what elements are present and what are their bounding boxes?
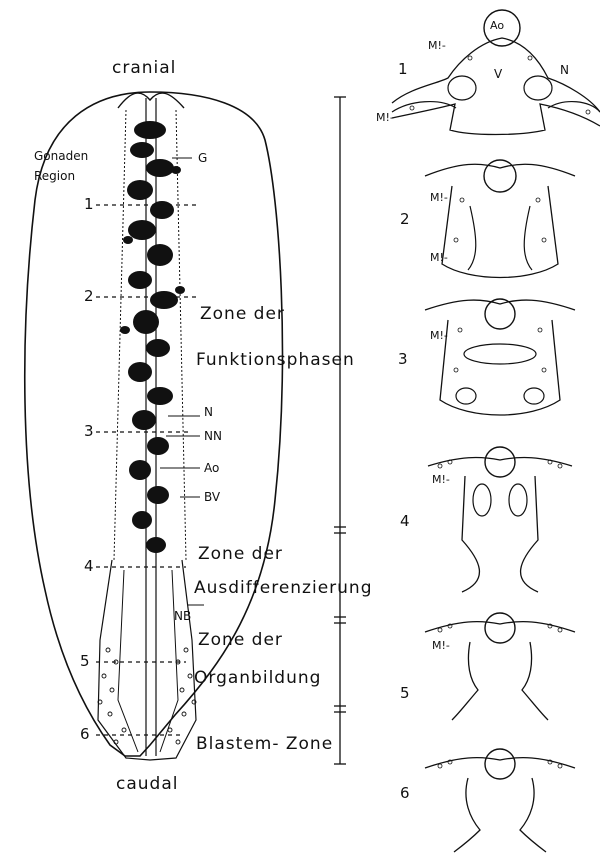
section-right-number-1: 1 xyxy=(398,62,408,77)
section-dots xyxy=(410,56,590,768)
section-label-m-3: M!- xyxy=(430,330,448,341)
zone-1-line-2: Funktionsphasen xyxy=(196,352,355,369)
section-label-v: V xyxy=(494,68,502,80)
section-number-4: 4 xyxy=(84,559,94,574)
label-n: N xyxy=(204,406,213,418)
section-label-m-5: M!- xyxy=(432,640,450,651)
section-right-number-2: 2 xyxy=(400,212,410,227)
cranial-notch xyxy=(118,93,184,108)
zone-4: Blastem- Zone xyxy=(196,736,333,753)
zone-2-line-2: Ausdifferenzierung xyxy=(194,580,373,597)
cross-section-5 xyxy=(425,613,575,720)
section-right-number-5: 5 xyxy=(400,686,410,701)
label-nn: NN xyxy=(204,430,222,442)
label-nb: NB xyxy=(174,610,191,622)
zone-2-line-1: Zone der xyxy=(198,546,283,563)
label-bv: BV xyxy=(204,491,220,503)
label-pointers xyxy=(160,158,204,605)
zone-3-line-2: Organbildung xyxy=(194,670,321,687)
section-label-n: N xyxy=(560,64,569,76)
section-label-m-1b: M!- xyxy=(376,112,394,123)
section-number-1: 1 xyxy=(84,197,94,212)
section-label-m-2b: M!- xyxy=(430,252,448,263)
label-ao: Ao xyxy=(204,462,219,474)
label-gonaden: Gonaden xyxy=(34,150,88,162)
label-g: G xyxy=(198,152,207,164)
zone-scale xyxy=(334,97,346,764)
section-number-2: 2 xyxy=(84,289,94,304)
section-right-number-4: 4 xyxy=(400,514,410,529)
section-label-ao: Ao xyxy=(490,20,504,31)
section-label-m-2a: M!- xyxy=(430,192,448,203)
label-region: Region xyxy=(34,170,75,182)
section-number-5: 5 xyxy=(80,654,90,669)
section-right-number-3: 3 xyxy=(398,352,408,367)
section-right-number-6: 6 xyxy=(400,786,410,801)
blastem-inner xyxy=(118,570,178,752)
section-label-m-4: M!- xyxy=(432,474,450,485)
zone-1-line-1: Zone der xyxy=(200,306,285,323)
cross-section-4 xyxy=(428,447,572,592)
zone-3-line-1: Zone der xyxy=(198,632,283,649)
label-cranial: cranial xyxy=(112,60,176,77)
section-number-6: 6 xyxy=(80,727,90,742)
blastem-region xyxy=(98,560,196,760)
cross-section-6 xyxy=(425,749,575,852)
label-caudal: caudal xyxy=(116,776,178,793)
gonad-blobs xyxy=(120,121,185,553)
cross-section-3 xyxy=(425,299,575,415)
section-number-3: 3 xyxy=(84,424,94,439)
section-label-m-1a: M!- xyxy=(428,40,446,51)
